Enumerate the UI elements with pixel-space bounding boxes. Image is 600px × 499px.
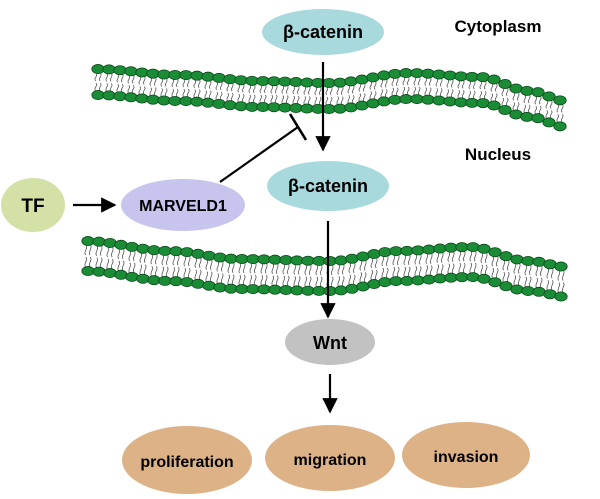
marveld1-node: MARVELD1 [121,179,245,231]
wnt-node: Wnt [285,319,375,365]
tf-node: TF [1,178,65,232]
nuclear-membrane [81,236,568,302]
outcome-invasion-node: invasion [402,422,530,488]
outcome-proliferation-label: proliferation [140,454,233,471]
beta-catenin-cytoplasm-label: β-catenin [283,22,363,42]
tf-label: TF [21,196,44,217]
outcome-proliferation-node: proliferation [122,426,252,494]
marveld1-label: MARVELD1 [139,198,227,215]
cytoplasm-label: Cytoplasm [455,17,542,36]
inhibition-marveld1-translocation [219,113,308,183]
beta-catenin-cytoplasm-node: β-catenin [262,9,384,55]
outcome-migration-label: migration [294,452,367,469]
beta-catenin-nucleus-label: β-catenin [288,176,368,196]
beta-catenin-nucleus-node: β-catenin [267,161,389,211]
wnt-label: Wnt [313,333,347,353]
outcome-invasion-label: invasion [434,449,499,466]
outcome-migration-node: migration [265,425,395,491]
plasma-membrane [91,64,567,132]
nucleus-label: Nucleus [465,145,531,164]
